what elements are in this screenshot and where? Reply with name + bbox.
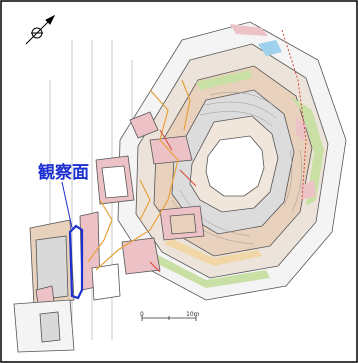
- observation-highlight: [68, 224, 84, 300]
- colored-bands: [150, 24, 324, 288]
- section-lines: [87, 79, 191, 271]
- north-arrow-icon: [25, 14, 56, 45]
- label-leader-line: [61, 181, 73, 229]
- inner-structures: [13, 111, 205, 353]
- scale-start-label: 0: [140, 311, 144, 318]
- scale-bar: [141, 315, 197, 321]
- scale-end-label: 10m: [186, 311, 200, 318]
- observation-label: 観察面: [38, 163, 89, 183]
- red-lines: [149, 29, 307, 273]
